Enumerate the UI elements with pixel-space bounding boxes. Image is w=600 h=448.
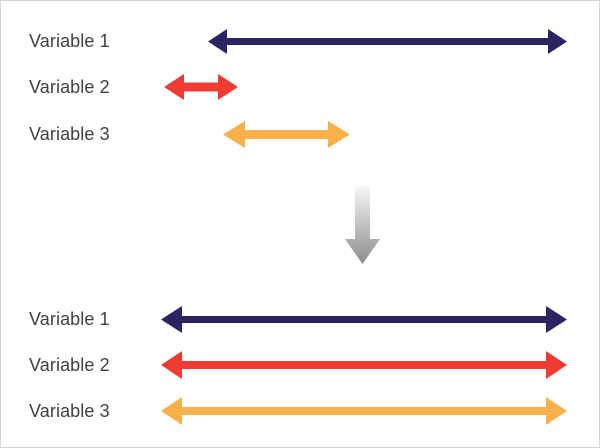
double-arrow-top-1 (208, 28, 567, 54)
arrow-shape (164, 74, 238, 100)
arrow-shape (161, 351, 567, 379)
double-arrow-bottom-1 (161, 305, 567, 333)
variable-label-bottom-3: Variable 3 (29, 401, 110, 421)
double-arrow-bottom-3 (161, 397, 567, 425)
double-arrow-top-2 (164, 74, 238, 100)
variable-label-top-1: Variable 1 (29, 31, 110, 51)
arrow-shape (208, 28, 567, 54)
arrow-shape (161, 397, 567, 425)
variable-label-bottom-1: Variable 1 (29, 309, 110, 329)
arrow-shape (161, 305, 567, 333)
arrow-shape (223, 120, 350, 148)
variable-label-top-2: Variable 2 (29, 77, 110, 97)
variable-label-top-3: Variable 3 (29, 124, 110, 144)
double-arrow-top-3 (223, 120, 350, 148)
down-arrow-shape (344, 186, 380, 264)
down-arrow-icon (344, 186, 380, 264)
variable-label-bottom-2: Variable 2 (29, 355, 110, 375)
double-arrow-bottom-2 (161, 351, 567, 379)
